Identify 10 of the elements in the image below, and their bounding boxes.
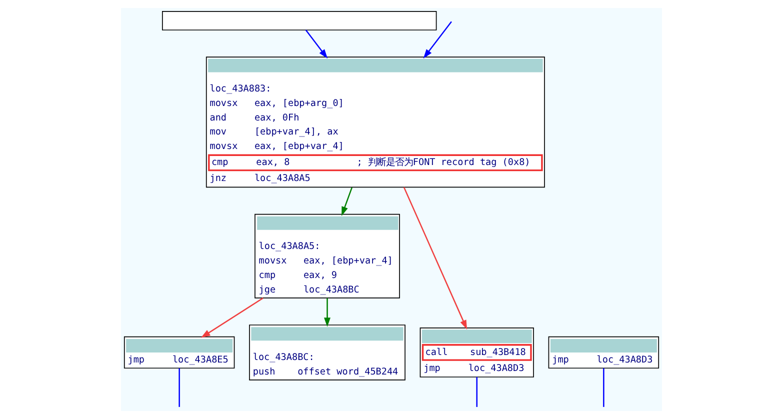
node-box bbox=[162, 10, 436, 30]
arrow bbox=[200, 298, 263, 338]
arrow bbox=[324, 298, 330, 327]
connector bbox=[178, 368, 180, 407]
connector bbox=[476, 377, 477, 407]
arrow bbox=[341, 187, 352, 216]
arrow bbox=[304, 30, 328, 59]
connector bbox=[602, 368, 604, 407]
arrow bbox=[422, 21, 452, 58]
arrow bbox=[402, 187, 467, 330]
